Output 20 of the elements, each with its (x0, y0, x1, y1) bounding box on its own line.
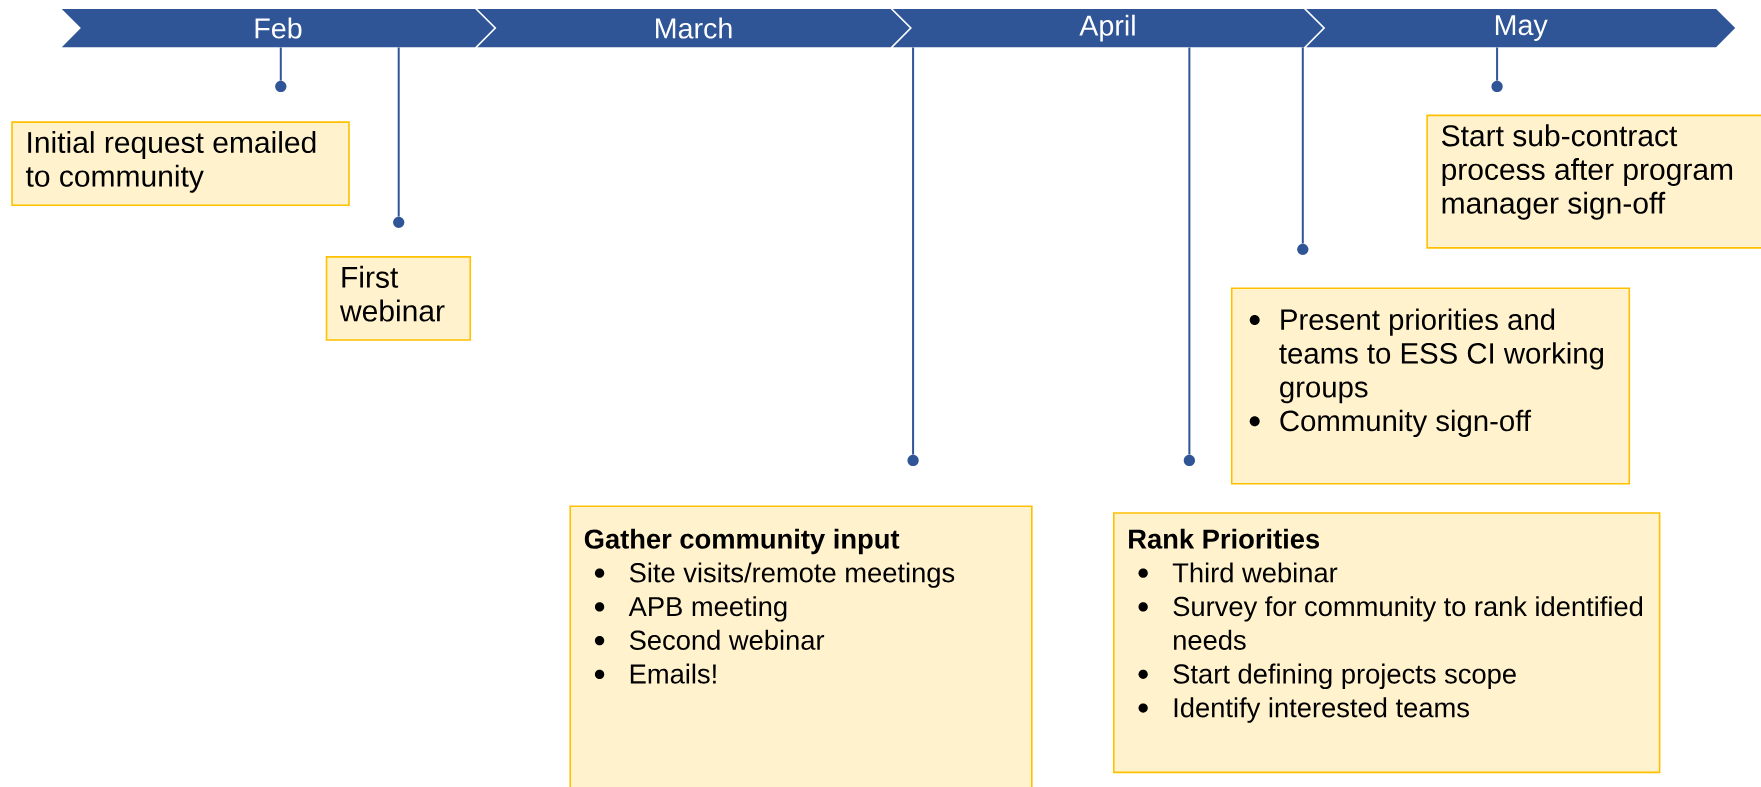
month-banner: Feb (61, 8, 495, 48)
leader-line (1301, 46, 1304, 245)
event-box: Initial request emailed to community (11, 121, 350, 206)
leader-line (397, 46, 400, 218)
month-banner: May (1306, 8, 1736, 48)
node-label: Feb (255, 17, 302, 39)
node-label: April (1079, 14, 1135, 42)
event-box: Present priorities and teams to ESS CI working groups Community sign-off (1230, 287, 1631, 485)
node-label: May (1495, 15, 1548, 41)
event-box: First webinar (325, 255, 472, 341)
event-box: Gather community input Site visits/remote meetings APB meeting Second webinar Emails! (569, 505, 1033, 787)
leader-line (279, 46, 282, 82)
leader-line (1188, 46, 1191, 456)
event-box: Start sub-contract process after program manager sign-off (1426, 114, 1761, 249)
event-box: Rank Priorities Third webinar Survey for community to rank identified needs Start defining projects scope Identify interested teams (1113, 512, 1661, 774)
month-banner: April (892, 8, 1323, 48)
leader-line (1496, 46, 1499, 82)
node-label: March (656, 17, 732, 39)
month-banner: March (477, 8, 910, 48)
leader-line (912, 46, 915, 456)
